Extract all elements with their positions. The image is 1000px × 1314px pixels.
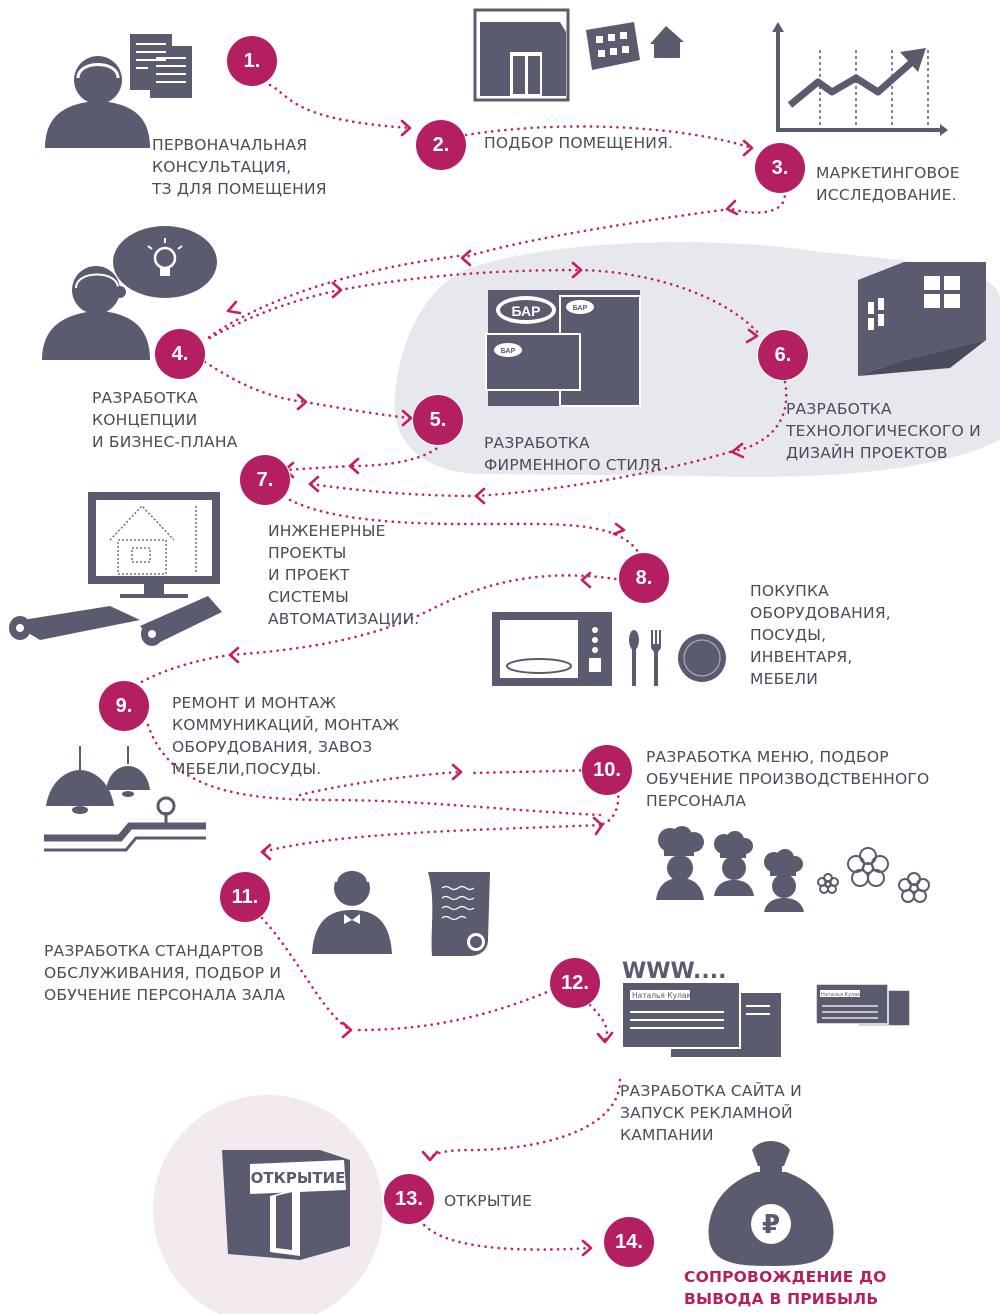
brand-identity-icon: БАР БАР БАР: [485, 290, 641, 407]
flow-paths: [128, 83, 788, 1251]
step-2-label: ПОДБОР ПОМЕЩЕНИЯ.: [484, 134, 674, 152]
ruble-sign: ₽: [762, 1210, 780, 1240]
microwave-icon: [492, 612, 612, 686]
idea-person-icon: [42, 226, 217, 360]
cutlery-icon: [629, 630, 661, 686]
step-13-badge: 13.: [384, 1174, 434, 1224]
plate-icon: [678, 634, 726, 682]
chefs-icon: [656, 826, 804, 912]
step-11-badge: 11.: [220, 872, 270, 922]
step-13-label: ОТКРЫТИЕ: [444, 1192, 533, 1210]
step-14-badge: 14.: [604, 1217, 654, 1267]
step-1-badge: 1.: [227, 36, 277, 86]
card-name-text-small: Наталья Кулакова: [821, 992, 869, 998]
documents-icon: [130, 34, 192, 98]
step-3-badge: 3.: [755, 143, 805, 193]
step-6-badge: 6.: [758, 330, 808, 380]
step-12-badge: 12.: [550, 958, 600, 1008]
opening-door-icon: ОТКРЫТИЕ: [222, 1150, 350, 1260]
consultant-icon: [45, 56, 150, 148]
logo-text-large: БАР: [512, 303, 541, 319]
buildings-icon: [473, 8, 684, 102]
step-9-badge: 9.: [99, 681, 149, 731]
flowers-icon: [817, 847, 930, 903]
card-name-text: Наталья Кулакова: [632, 991, 705, 1000]
website-cards-icon: WWW.... Наталья Кулакова Наталья Кулаков…: [621, 959, 911, 1059]
step-8-badge: 8.: [619, 553, 669, 603]
step-2-badge: 2.: [416, 120, 466, 170]
flow-arrowheads: [226, 119, 759, 1257]
step-5-badge: 5.: [413, 395, 463, 445]
step-10-badge: 10.: [582, 745, 632, 795]
waiter-icon: [312, 869, 392, 954]
blueprint-monitor-icon: [9, 492, 222, 646]
step-7-badge: 7.: [240, 455, 290, 505]
menu-scroll-icon: [428, 872, 490, 956]
opening-sign-text: ОТКРЫТИЕ: [251, 1169, 346, 1187]
step-4-badge: 4.: [155, 329, 205, 379]
room-design-icon: [858, 262, 986, 376]
money-bag-icon: ₽: [708, 1141, 834, 1266]
www-text: WWW....: [622, 959, 726, 984]
logo-text-small-2: БАР: [501, 348, 516, 355]
lamps-pipes-icon: [44, 746, 206, 852]
logo-text-small-1: БАР: [573, 305, 588, 312]
growth-chart-icon: [772, 22, 948, 136]
